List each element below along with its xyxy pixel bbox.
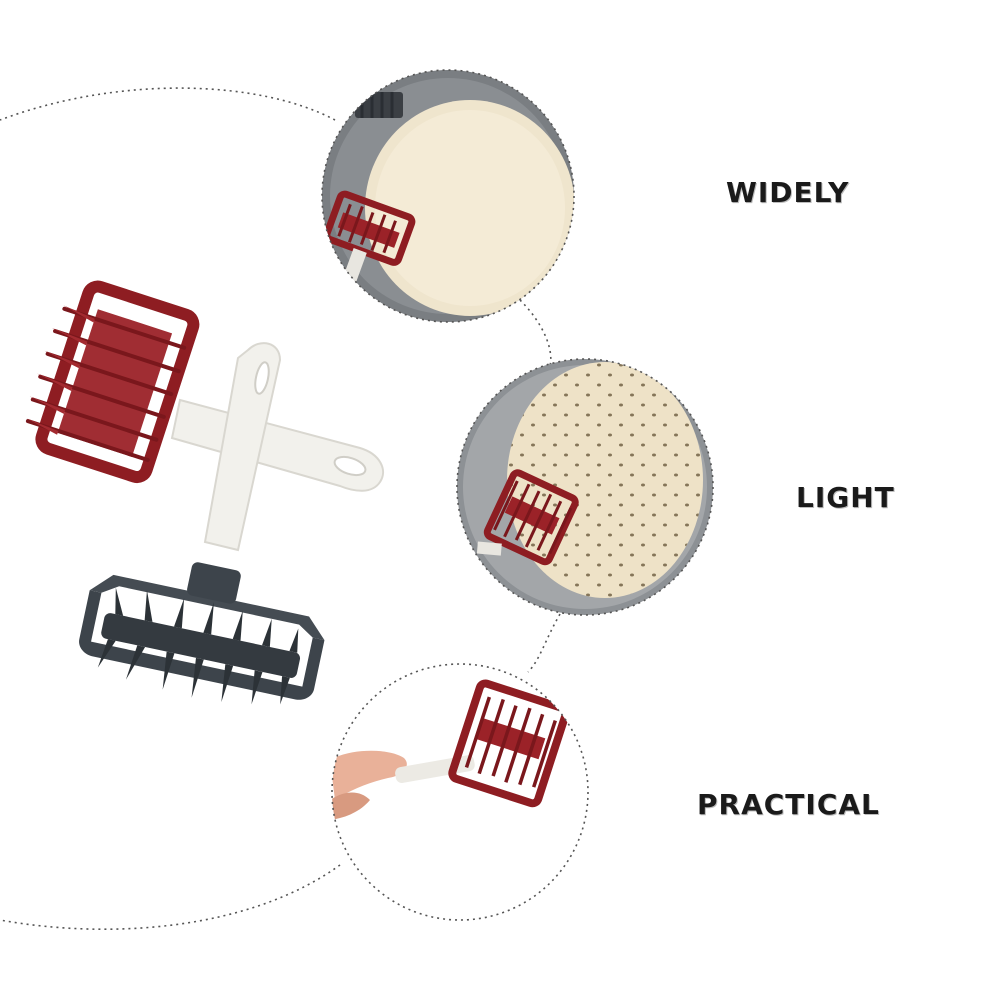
detail-circle-widely — [321, 69, 575, 323]
dotted-connector-1 — [519, 299, 552, 371]
feature-label-widely: WIDELY — [726, 176, 850, 209]
dough-docker-red — [25, 280, 385, 492]
dotted-connector-2 — [527, 613, 561, 673]
feature-label-practical: PRACTICAL — [697, 788, 880, 821]
dotted-arc — [0, 87, 336, 121]
detail-circle-light — [456, 358, 714, 616]
dotted-arc-lower — [0, 864, 341, 931]
feature-label-light: LIGHT — [796, 481, 895, 514]
detail-circle-practical — [331, 663, 589, 921]
dough-docker-gray — [79, 342, 325, 705]
